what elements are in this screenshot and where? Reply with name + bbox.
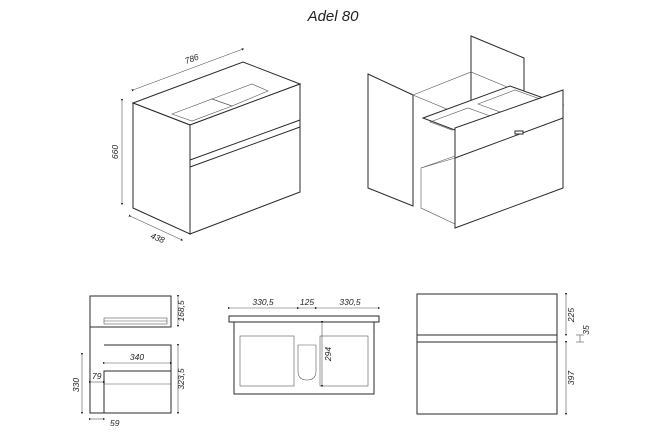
- iso-open-view: [367, 35, 565, 229]
- dim-side-foot-label: 59: [110, 418, 120, 428]
- iso-side-face: [132, 102, 191, 235]
- dim-side-drawer-label: 323,5: [176, 368, 186, 390]
- dim-side-width-label: 340: [130, 352, 144, 362]
- drawing-title: Adel 80: [307, 8, 360, 25]
- iso-left-panel: [367, 73, 414, 207]
- side-top-block: [89, 295, 172, 328]
- dim-front-mid-label: 125: [300, 297, 314, 307]
- iso-lower-drawer-edge: [420, 157, 456, 169]
- dim-depth-label: 438: [149, 231, 166, 246]
- dim-width-label: 786: [183, 52, 200, 66]
- front-view: 330,5 125 330,5 294: [227, 297, 381, 395]
- side-view: 168,5 340 323,5 330 79 59: [71, 294, 186, 428]
- iso-handle: [514, 130, 524, 135]
- dim-rear-bottom-label: 397: [566, 371, 576, 385]
- iso-drawer-line-2: [189, 126, 301, 168]
- dim-front-right-label: 330,5: [339, 297, 361, 307]
- dim-rear-top-label: 225: [566, 308, 576, 323]
- dim-depth-line: [128, 214, 184, 241]
- dim-side-bottom-label: 330: [71, 378, 81, 392]
- dim-width-line: [131, 48, 245, 92]
- iso-lower-front: [454, 117, 564, 229]
- front-body: [233, 321, 375, 395]
- dim-front-cutout-label: 294: [323, 347, 333, 362]
- dim-rear-rail-label: 35: [581, 325, 591, 335]
- rear-body: [416, 293, 558, 415]
- iso-drawer-line-1: [189, 119, 301, 161]
- rear-view: 225 35 397: [416, 292, 591, 416]
- front-right-box: [319, 335, 369, 387]
- front-left-box: [239, 335, 295, 387]
- side-drawer: [103, 370, 172, 414]
- dim-height-label: 660: [110, 145, 120, 159]
- iso-front-face: [189, 83, 301, 235]
- front-top-rail: [228, 315, 380, 323]
- dim-side-top-label: 168,5: [176, 300, 186, 322]
- dim-side-depth-label: 79: [92, 371, 102, 381]
- iso-front-view: 786 660 438: [110, 48, 302, 246]
- dim-front-left-label: 330,5: [252, 297, 274, 307]
- front-siphon-cutout: [297, 344, 317, 381]
- side-body: [89, 327, 172, 414]
